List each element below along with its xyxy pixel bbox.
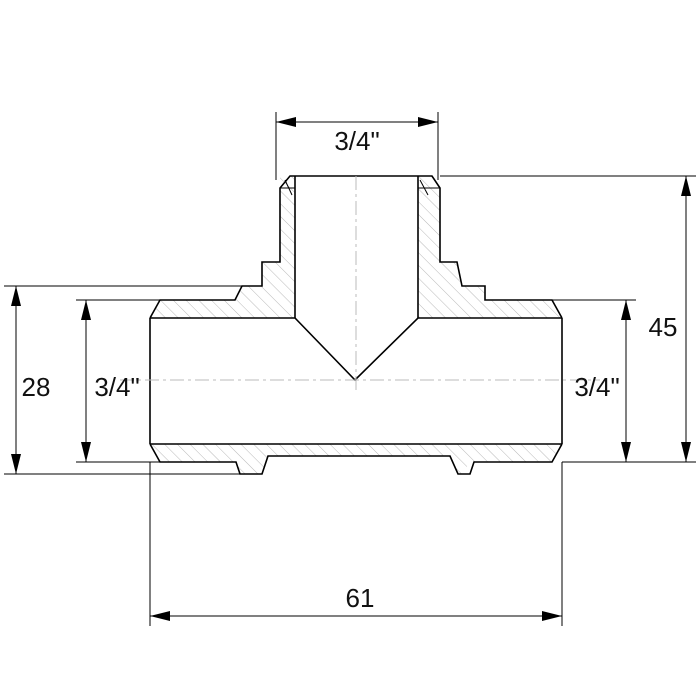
dim-label-body-height: 28: [22, 372, 51, 402]
dimension-overall-length: 61: [150, 583, 562, 621]
dim-label-left-thread: 3/4": [94, 372, 139, 402]
dimension-right-thread: 3/4": [574, 300, 631, 462]
dim-label-right-thread: 3/4": [574, 372, 619, 402]
outer-contour-bottom: [149, 443, 563, 475]
part-outline: [149, 175, 563, 475]
hatch-bottom-wall: [150, 444, 562, 474]
extension-lines: [4, 112, 696, 626]
dim-label-overall-length: 61: [346, 583, 375, 613]
dimension-top-thread: 3/4": [276, 117, 438, 156]
dimension-height: 45: [649, 176, 691, 462]
hatch-branch-left: [150, 176, 295, 318]
dim-label-height: 45: [649, 312, 678, 342]
dimension-body-height: 28: [11, 286, 50, 474]
dim-label-top-thread: 3/4": [334, 126, 379, 156]
center-lines: [120, 176, 600, 392]
hatch-branch-right: [418, 176, 562, 318]
dimension-left-thread: 3/4": [81, 300, 140, 462]
